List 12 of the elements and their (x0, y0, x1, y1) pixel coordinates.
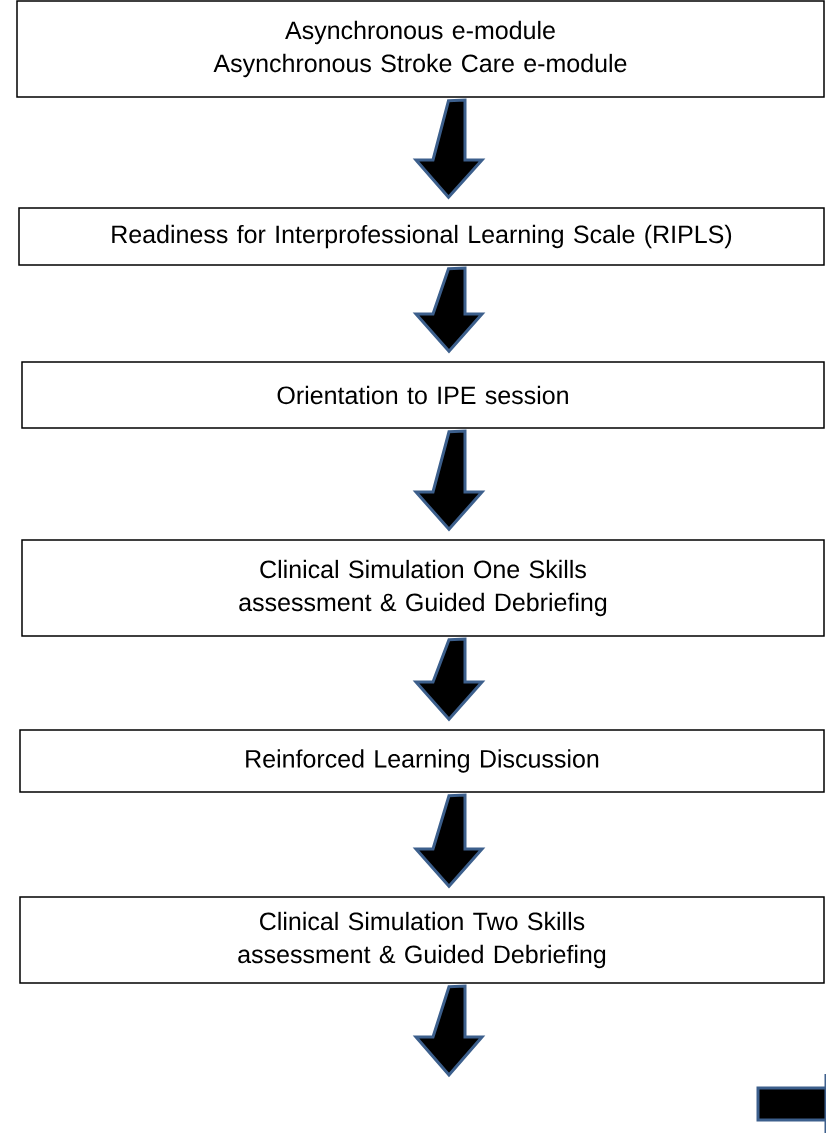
block-arrow (412, 984, 486, 1078)
process-box: Readiness for Interprofessional Learning Scale (RIPLS) (18, 207, 825, 266)
block-arrow (412, 98, 486, 200)
process-box: Clinical Simulation Two Skills assessment & Guided Debriefing (19, 896, 825, 984)
process-box: Reinforced Learning Discussion (19, 729, 825, 793)
block-arrow (412, 429, 486, 532)
process-box: Orientation to IPE session (21, 361, 825, 429)
process-box: Clinical Simulation One Skills assessment & Guided Debriefing (21, 539, 825, 637)
process-box: Asynchronous e-module Asynchronous Stroke Care e-module (16, 0, 825, 98)
block-arrow (412, 637, 486, 722)
block-arrow (412, 793, 486, 889)
block-arrow (412, 266, 486, 354)
